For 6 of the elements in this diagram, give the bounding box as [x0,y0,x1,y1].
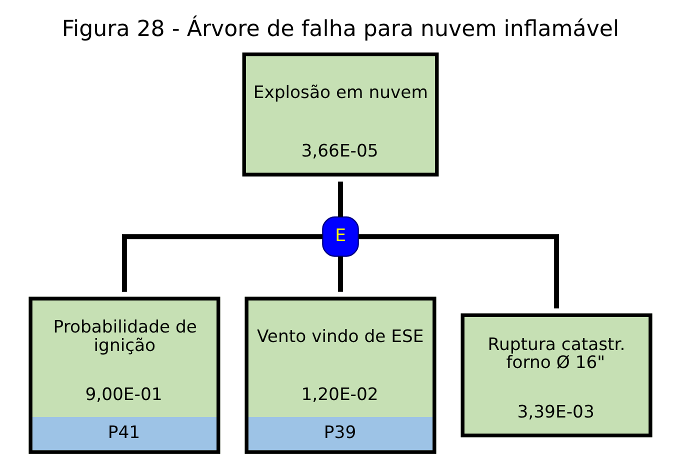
connector [122,234,322,292]
diagram-title: Figura 28 - Árvore de falha para nuvem inflamável [61,16,619,42]
connector [338,256,342,292]
node-box: E [322,216,358,257]
connector [358,234,558,308]
connector [338,182,342,217]
